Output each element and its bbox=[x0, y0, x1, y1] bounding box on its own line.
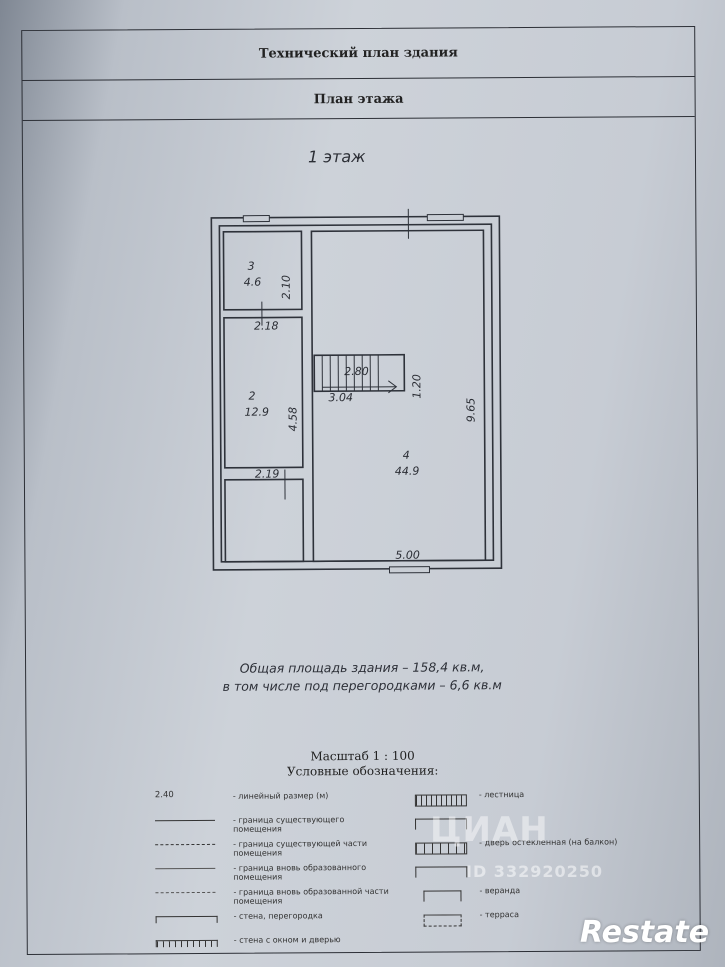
legend-row: - веранда bbox=[415, 883, 615, 908]
legend-text: - линейный размер (м) bbox=[232, 791, 329, 801]
legend-window-wall-symbol bbox=[155, 939, 218, 948]
legend-symbol: 2.40 bbox=[154, 790, 174, 801]
room-2-outline bbox=[223, 316, 304, 469]
room-2-area: 12.9 bbox=[244, 406, 269, 419]
legend-terrace-symbol bbox=[423, 914, 462, 927]
legend-row: - лестница bbox=[414, 787, 615, 812]
room-3-number: 3 bbox=[248, 260, 255, 273]
legend-row: 2.40 - линейный размер (м) bbox=[155, 789, 385, 814]
legend-line bbox=[155, 891, 216, 904]
dim-stair-height: 1.20 bbox=[410, 374, 423, 399]
legend-row: - стена, перегородка bbox=[155, 909, 386, 934]
legend-text: - веранда bbox=[479, 886, 521, 896]
legend-text: - граница вновь образованной части помещ… bbox=[233, 886, 389, 906]
legend-left-column: 2.40 - линейный размер (м) - граница сущ… bbox=[155, 789, 389, 958]
room-lower-outline bbox=[224, 478, 305, 563]
legend-text: - граница существующей части помещения bbox=[233, 838, 368, 858]
outer-wall bbox=[210, 215, 503, 571]
room-4-number: 4 bbox=[403, 449, 410, 462]
dim-room4-height: 9.65 bbox=[464, 398, 477, 423]
legend-wall-symbol bbox=[155, 915, 218, 924]
room-3-outline bbox=[222, 230, 303, 311]
legend-stair-symbol bbox=[414, 794, 467, 807]
legend-text: - лестница bbox=[478, 790, 525, 800]
dim-stair-length: 3.04 bbox=[328, 391, 353, 404]
legend-line bbox=[155, 843, 216, 856]
document-title: Технический план здания bbox=[22, 26, 695, 82]
legend-line bbox=[155, 867, 216, 880]
legend-text: - граница существующего помещения bbox=[232, 815, 345, 834]
legend-title: Условные обозначения: bbox=[286, 763, 439, 779]
room-4-outline bbox=[310, 229, 487, 563]
dim-room4-width: 5.00 bbox=[395, 549, 420, 562]
legend-row: - стена с окном и дверью bbox=[155, 933, 386, 958]
room-4-area: 44.9 bbox=[395, 465, 420, 478]
legend-text: - граница вновь образованного помещения bbox=[233, 862, 367, 882]
restate-logo: Restate bbox=[580, 915, 710, 950]
dim-stair-width: 2.80 bbox=[344, 365, 369, 378]
legend-line bbox=[155, 819, 216, 832]
dim-room3-height: 2.10 bbox=[280, 275, 293, 300]
floor-label: 1 этаж bbox=[307, 146, 366, 167]
legend-row: - граница вновь образованного помещения bbox=[155, 861, 385, 886]
room-3-area: 4.6 bbox=[244, 276, 262, 289]
legend-row: - граница существующего помещения bbox=[155, 813, 385, 838]
document-subtitle: План этажа bbox=[22, 76, 695, 122]
partition-area-line: в том числе под перегородками – 6,6 кв.м bbox=[222, 677, 502, 694]
legend-symbol-blank bbox=[415, 866, 468, 878]
cian-watermark: ЦИАН bbox=[430, 810, 549, 850]
floor-plan: 3 4.6 2.10 2.18 2 12.9 4.58 2.19 2.80 3.… bbox=[210, 208, 503, 574]
staircase bbox=[313, 353, 406, 393]
legend-text: - стена, перегородка bbox=[233, 911, 323, 921]
dim-room2-height: 4.58 bbox=[286, 407, 299, 432]
legend-row: - граница существующей части помещения bbox=[155, 837, 385, 862]
legend-text: - стена с окном и дверью bbox=[233, 935, 341, 945]
dim-room2-width: 2.19 bbox=[255, 467, 280, 480]
drawing-frame: Технический план здания План этажа 1 эта… bbox=[21, 25, 701, 958]
room-2-number: 2 bbox=[248, 390, 255, 403]
legend-row: - граница вновь образованной части помещ… bbox=[155, 885, 389, 910]
listing-id-watermark: ID 332920250 bbox=[466, 862, 603, 881]
legend-veranda-symbol bbox=[423, 890, 462, 902]
scale-block: Масштаб 1 : 100 Условные обозначения: bbox=[27, 747, 699, 781]
dim-room3-width: 2.18 bbox=[254, 320, 279, 333]
